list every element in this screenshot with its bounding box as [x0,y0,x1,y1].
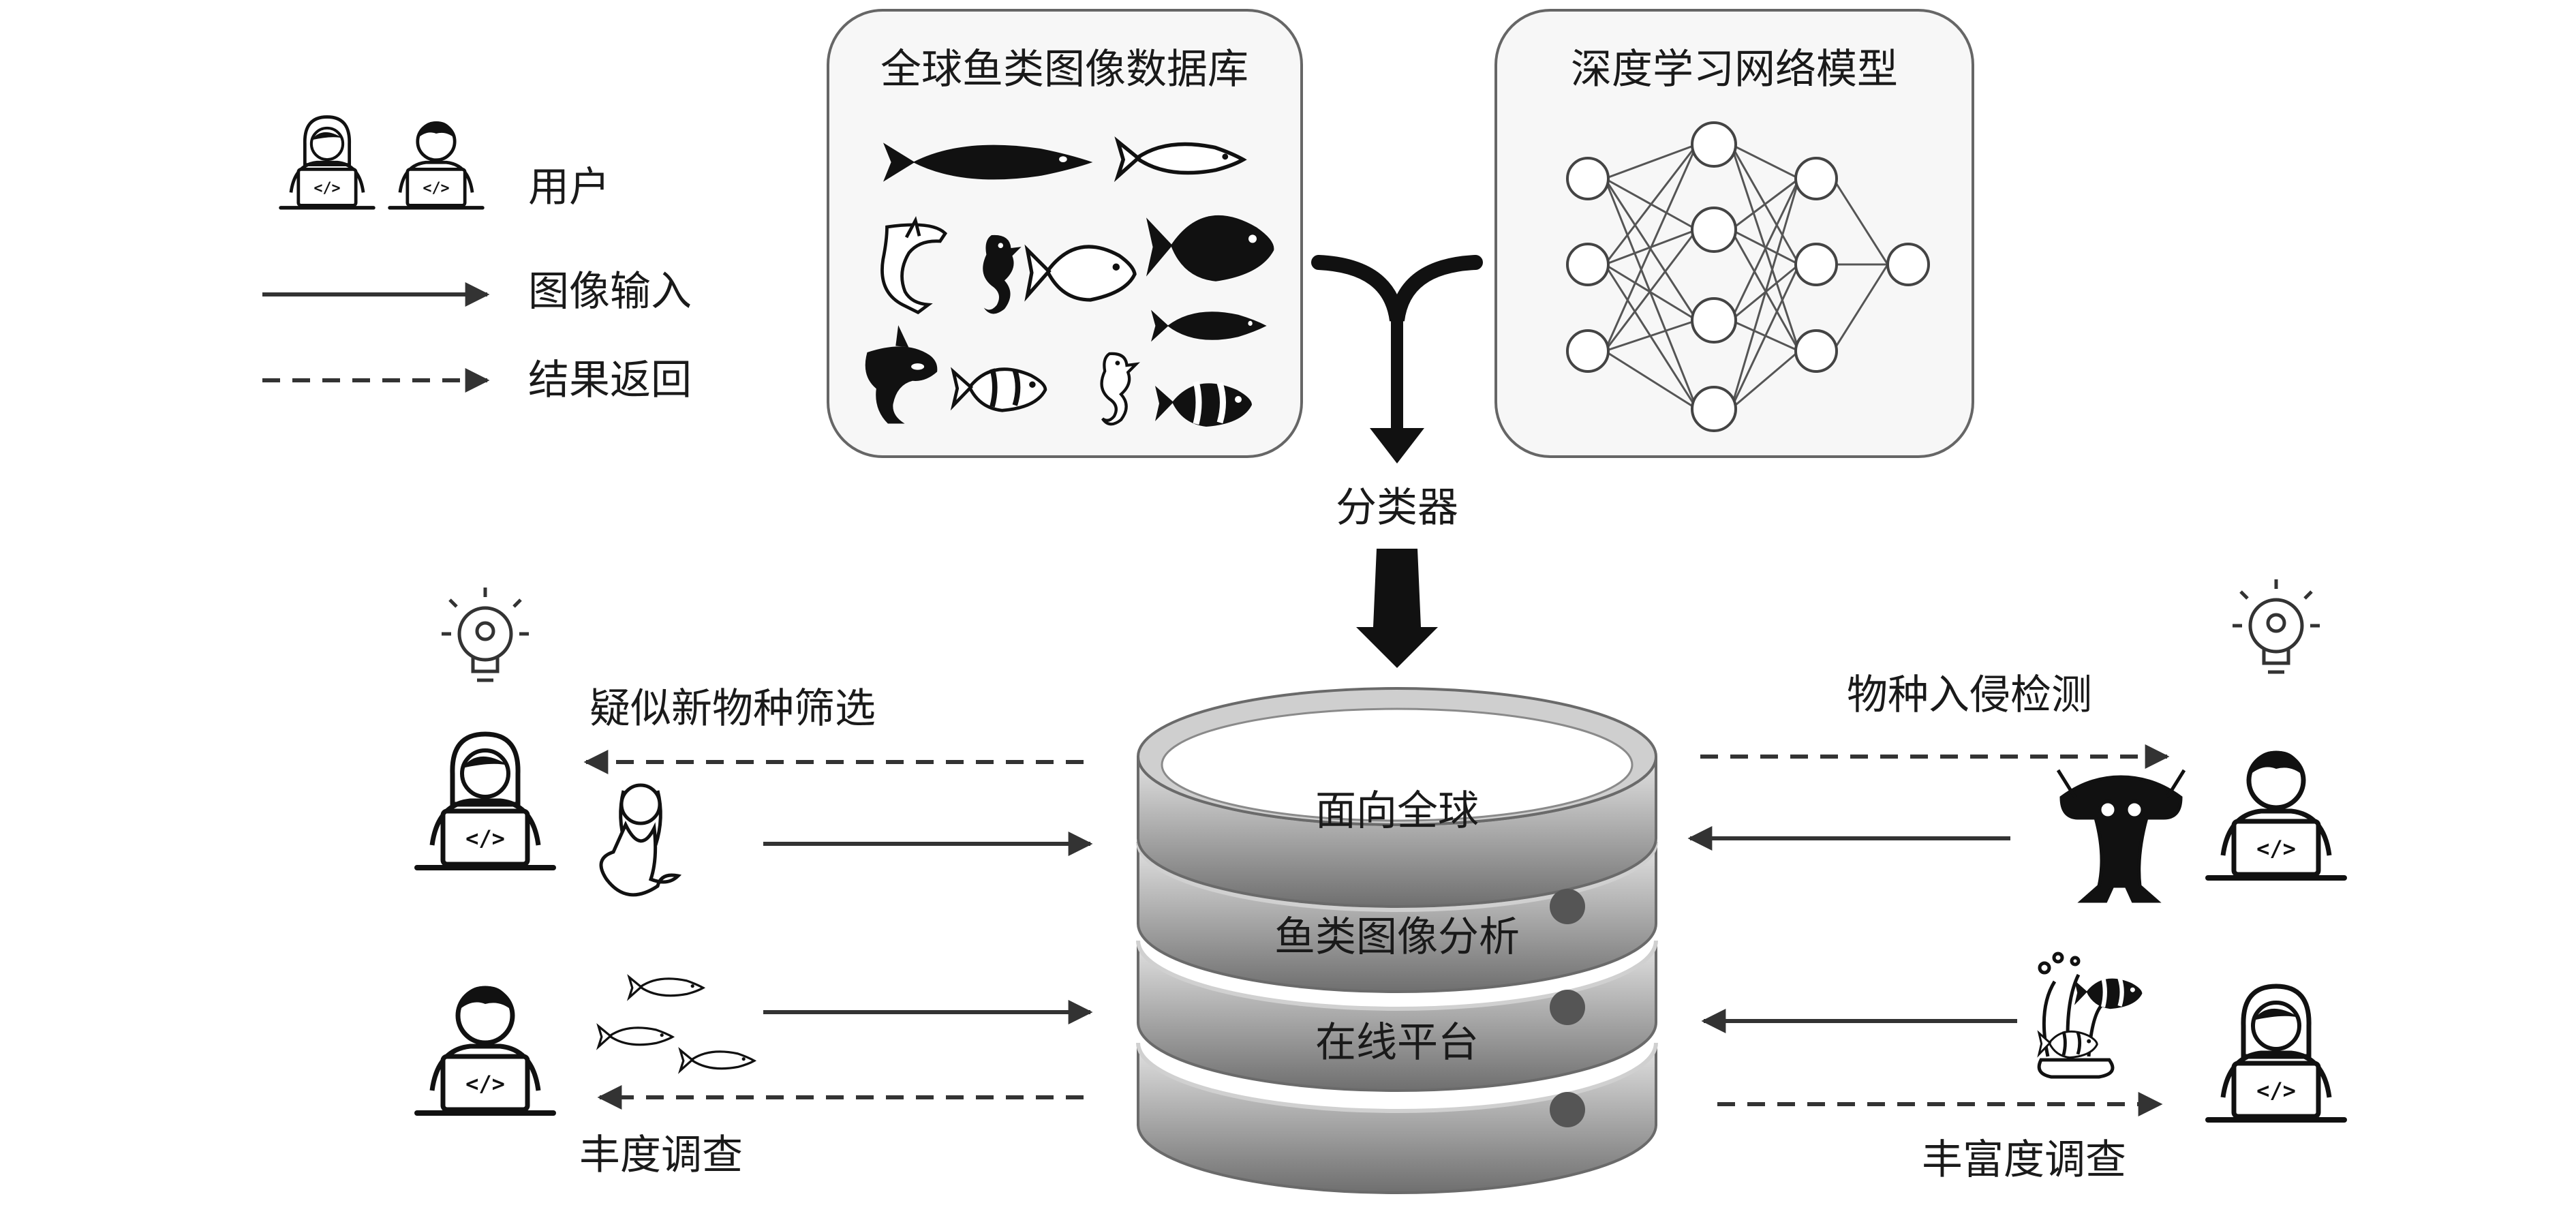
legend-user-label: 用户 [528,164,610,211]
school-fish-icon [679,1049,756,1072]
user-male-icon [417,986,553,1113]
school-fish-icon [597,1025,674,1048]
user-female-icon [417,734,553,868]
left-bottom-user-group [417,976,1093,1113]
species-invasion-detection-label: 物种入侵检测 [1847,671,2092,719]
nn-output-node [1886,243,1930,286]
legend-result-return-label: 结果返回 [528,356,692,404]
classifier-label: 分类器 [1336,484,1458,532]
platform-middle-label: 鱼类图像分析 [1274,913,1520,961]
nn-input-node [1566,243,1610,286]
merge-connector [1311,255,1483,322]
db-indicator-light [1550,889,1585,924]
merge-arrowhead [1370,428,1424,463]
new-species-screening-label: 疑似新物种筛选 [589,685,876,733]
nn-hidden1-node [1691,297,1737,344]
nn-hidden1-node [1691,121,1737,168]
nn-input-node [1566,157,1610,200]
nn-hidden1-node [1691,207,1737,253]
db-indicator-light [1550,1092,1585,1127]
richness-survey-label: 丰富度调查 [1922,1136,2126,1184]
user-male-icon [2208,751,2344,878]
left-top-user-group [417,588,1093,897]
right-bottom-user-group [1701,951,2344,1120]
legend [262,117,490,393]
school-fish-icon [628,976,705,999]
nn-edges-2 [1730,143,1800,410]
nn-input-node [1566,329,1610,373]
fish-database-title: 全球鱼类图像数据库 [880,46,1248,93]
nn-hidden2-node [1794,157,1838,200]
platform-top-label: 面向全球 [1315,787,1479,835]
fish-database-box [827,9,1303,458]
legend-user-icon-female [281,117,373,208]
platform-bottom-label: 在线平台 [1315,1019,1479,1067]
neural-network-diagram [1566,121,1930,432]
nn-edges-3 [1832,178,1889,352]
legend-image-input-label: 图像输入 [528,268,692,316]
legend-user-icon-male [390,121,482,208]
nn-hidden2-node [1794,243,1838,286]
clownfish-solid-icon [2074,977,2142,1009]
platform-cylinder [1136,687,1658,1194]
lightbulb-gear-icon [2233,579,2320,674]
db-indicator-light [1550,990,1585,1025]
right-top-user-group [1687,579,2344,903]
classifier-down-arrow [1356,549,1438,668]
nn-hidden2-node [1794,329,1838,373]
nn-edges-1 [1604,143,1698,410]
nn-hidden1-node [1691,386,1737,432]
deep-learning-model-title: 深度学习网络模型 [1571,46,1898,93]
invasive-monster-icon [2056,769,2186,903]
abundance-survey-label: 丰度调查 [579,1131,743,1179]
lightbulb-gear-icon [442,588,529,682]
mermaid-icon [599,783,682,897]
user-female-icon [2208,986,2344,1120]
coral-reef-icon [2037,951,2115,1079]
